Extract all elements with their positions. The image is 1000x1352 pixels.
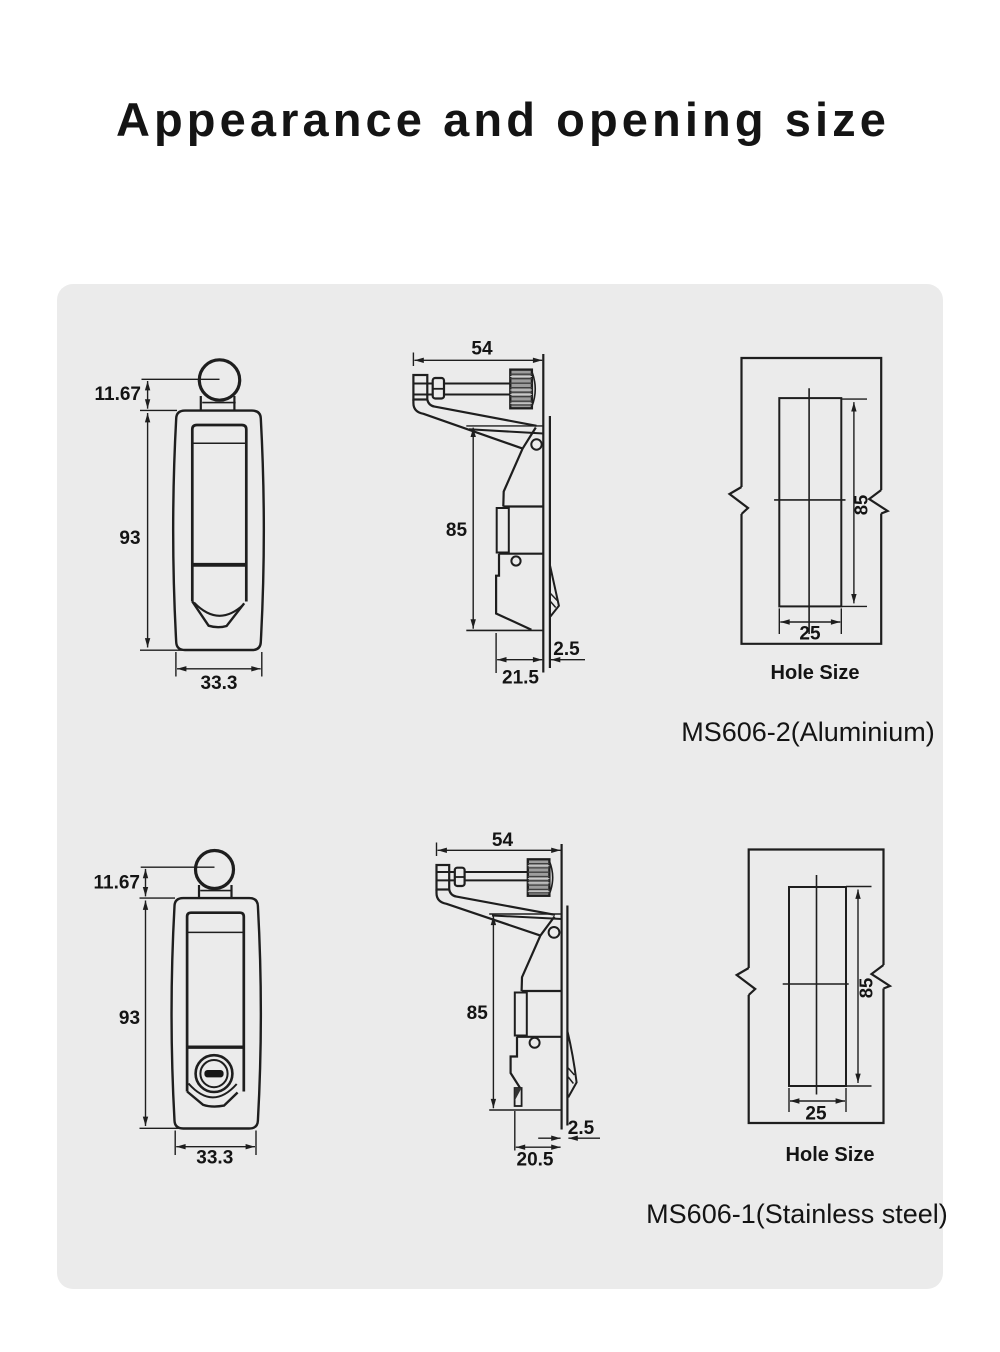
svg-text:85: 85 — [467, 1003, 489, 1024]
svg-text:85: 85 — [446, 520, 468, 541]
svg-text:93: 93 — [119, 1008, 140, 1029]
svg-text:MS606-1(Stainless steel): MS606-1(Stainless steel) — [646, 1199, 948, 1229]
svg-text:11.67: 11.67 — [95, 384, 142, 405]
svg-text:Appearance and opening size: Appearance and opening size — [116, 93, 890, 146]
svg-text:20.5: 20.5 — [517, 1150, 554, 1171]
svg-text:2.5: 2.5 — [553, 639, 580, 660]
svg-text:54: 54 — [471, 339, 493, 360]
svg-text:54: 54 — [492, 830, 514, 851]
svg-text:21.5: 21.5 — [502, 668, 539, 689]
svg-text:25: 25 — [799, 624, 821, 645]
svg-text:Hole Size: Hole Size — [786, 1144, 875, 1166]
svg-text:25: 25 — [805, 1104, 827, 1125]
svg-text:MS606-2(Aluminium): MS606-2(Aluminium) — [681, 717, 935, 747]
svg-text:2.5: 2.5 — [568, 1118, 595, 1139]
svg-text:85: 85 — [856, 978, 877, 999]
svg-text:85: 85 — [851, 495, 872, 516]
svg-text:33.3: 33.3 — [201, 673, 238, 694]
svg-text:11.67: 11.67 — [94, 873, 141, 894]
svg-text:93: 93 — [119, 528, 140, 549]
svg-text:33.3: 33.3 — [196, 1148, 233, 1169]
svg-text:Hole Size: Hole Size — [771, 662, 860, 684]
